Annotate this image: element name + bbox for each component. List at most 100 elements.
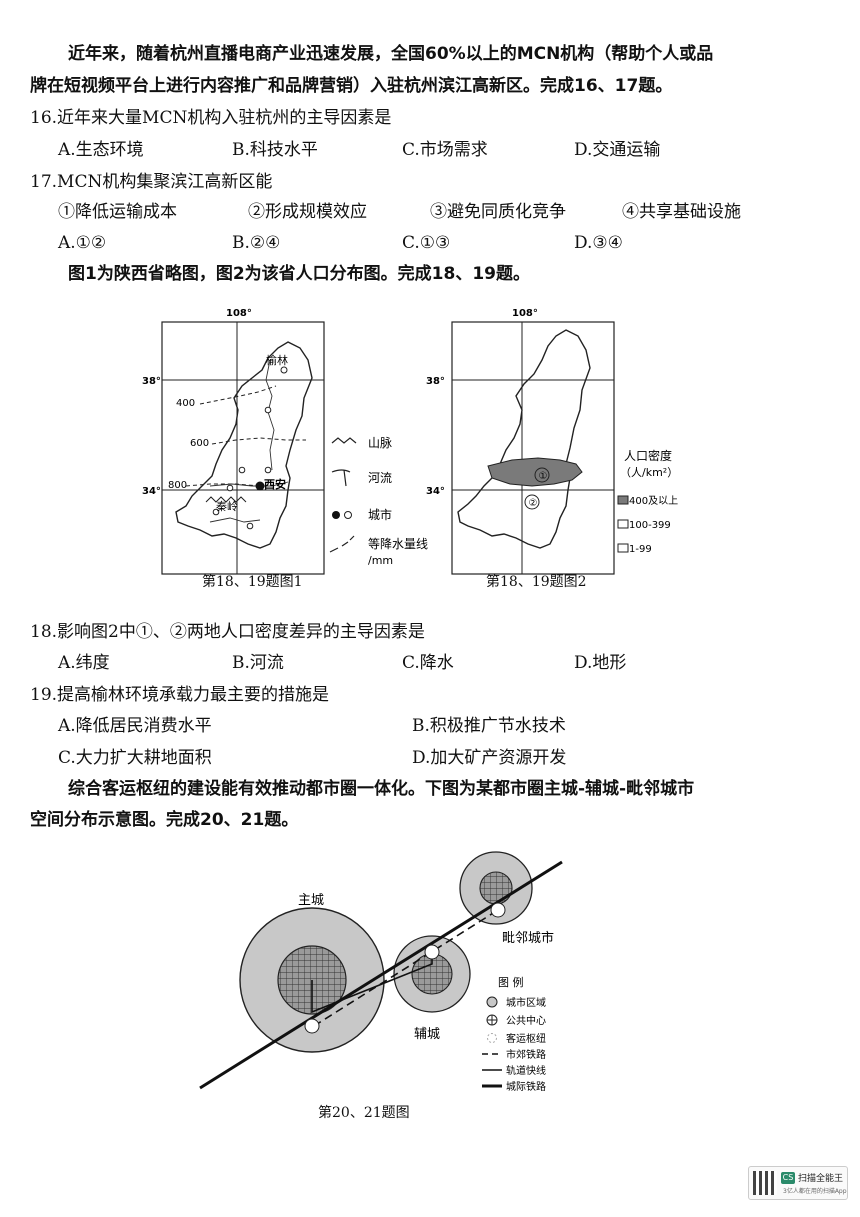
map1-frame (161, 321, 325, 575)
neighbor-city-label: 毗邻城市 (502, 930, 554, 946)
question-17-option-b: B.②④ (232, 233, 281, 253)
map1-city (264, 466, 272, 474)
legend-public-center-cross (487, 1015, 497, 1025)
legend-hub-symbol (487, 1033, 497, 1043)
question-19-option-a: A.降低居民消费水平 (58, 716, 212, 736)
question-18-stem: 18.影响图2中①、②两地人口密度差异的主导因素是 (30, 622, 425, 642)
map1-city (226, 484, 234, 492)
intro-2: 图1为陕西省略图，图2为该省人口分布图。完成18、19题。 (68, 264, 530, 284)
map1-city (212, 508, 220, 516)
map2-province-outline (457, 329, 591, 549)
map1-legend-mountain-symbol (331, 437, 357, 444)
map2-area-2-marker (524, 494, 540, 510)
map2-area-1-marker (534, 467, 550, 483)
map2-frame (451, 321, 615, 575)
question-18-option-d: D.地形 (574, 653, 627, 673)
map1-legend-city-symbol-filled (332, 511, 340, 519)
map2-area-2-label: ② (529, 498, 538, 509)
question-16-option-b: B.科技水平 (232, 140, 318, 160)
map1-legend-city-symbol-open (344, 511, 352, 519)
map1-mountain-qinling (205, 496, 247, 503)
map2-lon-label: 108° (512, 308, 538, 319)
question-19-option-c: C.大力扩大耕地面积 (58, 748, 212, 768)
map1-city-yulin (280, 366, 288, 374)
map2-legend-sparse: 1-99 (629, 544, 652, 555)
map2-caption: 第18、19题图2 (486, 574, 587, 590)
neighbor-city-public-center (479, 871, 513, 905)
map1-river (209, 517, 261, 523)
map1-city-xian-label: 西安 (264, 477, 286, 491)
map1-city (238, 466, 246, 474)
map2-legend-title-1: 人口密度 (624, 448, 672, 463)
map2-legend-medium: 100-399 (629, 520, 671, 531)
legend-region-symbol (486, 996, 498, 1008)
map1-isohyet-600 (211, 437, 306, 445)
intercity-railway (199, 860, 563, 1090)
legend-suburban: 市郊铁路 (506, 1048, 546, 1061)
cs-logo-icon: CS (781, 1172, 795, 1184)
map1-city-yulin-label: 榆林 (266, 353, 288, 367)
question-17-item-1: ①降低运输成本 (58, 202, 177, 222)
hub-aux-city (424, 944, 440, 960)
shaanxi-map-2: 108° 38° 34° ① ② 人口密度 （人/km²） 400及以上 100… (426, 308, 678, 575)
map1-legend-isohyet-2: /mm (368, 554, 393, 567)
question-17-option-c: C.①③ (402, 233, 451, 253)
map1-legend-mountain: 山脉 (368, 435, 392, 450)
question-18-option-a: A.纬度 (58, 653, 110, 673)
intro-3-line-2: 空间分布示意图。完成20、21题。 (30, 810, 299, 830)
legend-title: 图 例 (498, 975, 524, 989)
intro-3-line-1: 综合客运枢纽的建设能有效推动都市圈一体化。下图为某都市圈主城-辅城-毗邻城市 (68, 779, 695, 799)
map1-legend-isohyet-symbol (329, 535, 355, 553)
map1-river (265, 359, 275, 471)
question-16-option-d: D.交通运输 (574, 140, 661, 160)
map1-city (246, 522, 254, 530)
question-16-option-a: A.生态环境 (58, 140, 144, 160)
qr-code-icon (753, 1171, 777, 1195)
map2-legend-swatch-medium (617, 519, 629, 529)
map1-province-outline (175, 341, 313, 549)
legend-public-center: 公共中心 (506, 1014, 546, 1027)
question-17-item-3: ③避免同质化竞争 (430, 202, 566, 222)
legend-hub: 客运枢纽 (506, 1032, 546, 1045)
map1-isohyet-800-label: 800 (168, 480, 187, 491)
map1-city-xian (255, 481, 265, 491)
scanner-tagline: 3亿人都在用的扫描App (783, 1188, 847, 1195)
map1-caption: 第18、19题图1 (202, 574, 303, 590)
map2-area-1-dense (487, 457, 583, 487)
question-17-item-4: ④共享基础设施 (622, 202, 741, 222)
legend-express: 轨道快线 (506, 1064, 546, 1077)
question-17-stem: 17.MCN机构集聚滨江高新区能 (30, 172, 273, 192)
legend-intercity: 城际铁路 (506, 1080, 546, 1093)
map1-legend-city: 城市 (368, 507, 392, 522)
question-16-option-c: C.市场需求 (402, 140, 488, 160)
map1-isohyet-400 (199, 385, 277, 405)
hub-main-city (304, 1018, 320, 1034)
shaanxi-map-1: 108° 38° 34° 400 600 800 榆林 西安 秦岭 山脉 河流 … (142, 308, 428, 575)
aux-city-label: 辅城 (414, 1027, 440, 1042)
question-17-option-d: D.③④ (574, 233, 623, 253)
map2-area-1-label: ① (539, 471, 548, 482)
map2-legend-dense: 400及以上 (629, 495, 678, 507)
question-19-option-b: B.积极推广节水技术 (412, 716, 566, 736)
suburban-railway (313, 909, 499, 1027)
question-17-option-a: A.①② (58, 233, 107, 253)
intro-1-line-2: 牌在短视频平台上进行内容推广和品牌营销）入驻杭州滨江高新区。完成16、17题。 (30, 76, 673, 96)
map1-mountain-label: 秦岭 (216, 499, 238, 513)
question-17-item-2: ②形成规模效应 (248, 202, 367, 222)
hub-neighbor-city (490, 902, 506, 918)
map2-lat-bottom-label: 34° (426, 486, 445, 497)
metro-area-diagram: 主城 辅城 毗邻城市 图 例 城市区域 公共中心 客运枢纽 市郊铁路 轨道快线 … (199, 851, 563, 1093)
map1-river (209, 481, 289, 487)
main-city-label: 主城 (298, 893, 324, 908)
map1-isohyet-800 (185, 483, 261, 487)
scanner-watermark: CS 扫描全能王 3亿人都在用的扫描App (748, 1166, 848, 1200)
map2-legend-swatch-dense (617, 495, 629, 505)
map1-isohyet-400-label: 400 (176, 398, 195, 409)
map1-legend-isohyet-1: 等降水量线 (368, 537, 428, 551)
question-19-stem: 19.提高榆林环境承载力最主要的措施是 (30, 685, 330, 705)
map2-legend-title-2: （人/km²） (620, 466, 678, 479)
scanner-app-name: 扫描全能王 (798, 1174, 844, 1184)
map1-city (264, 406, 272, 414)
diagram-caption: 第20、21题图 (318, 1105, 410, 1121)
map1-lat-bottom-label: 34° (142, 486, 161, 497)
